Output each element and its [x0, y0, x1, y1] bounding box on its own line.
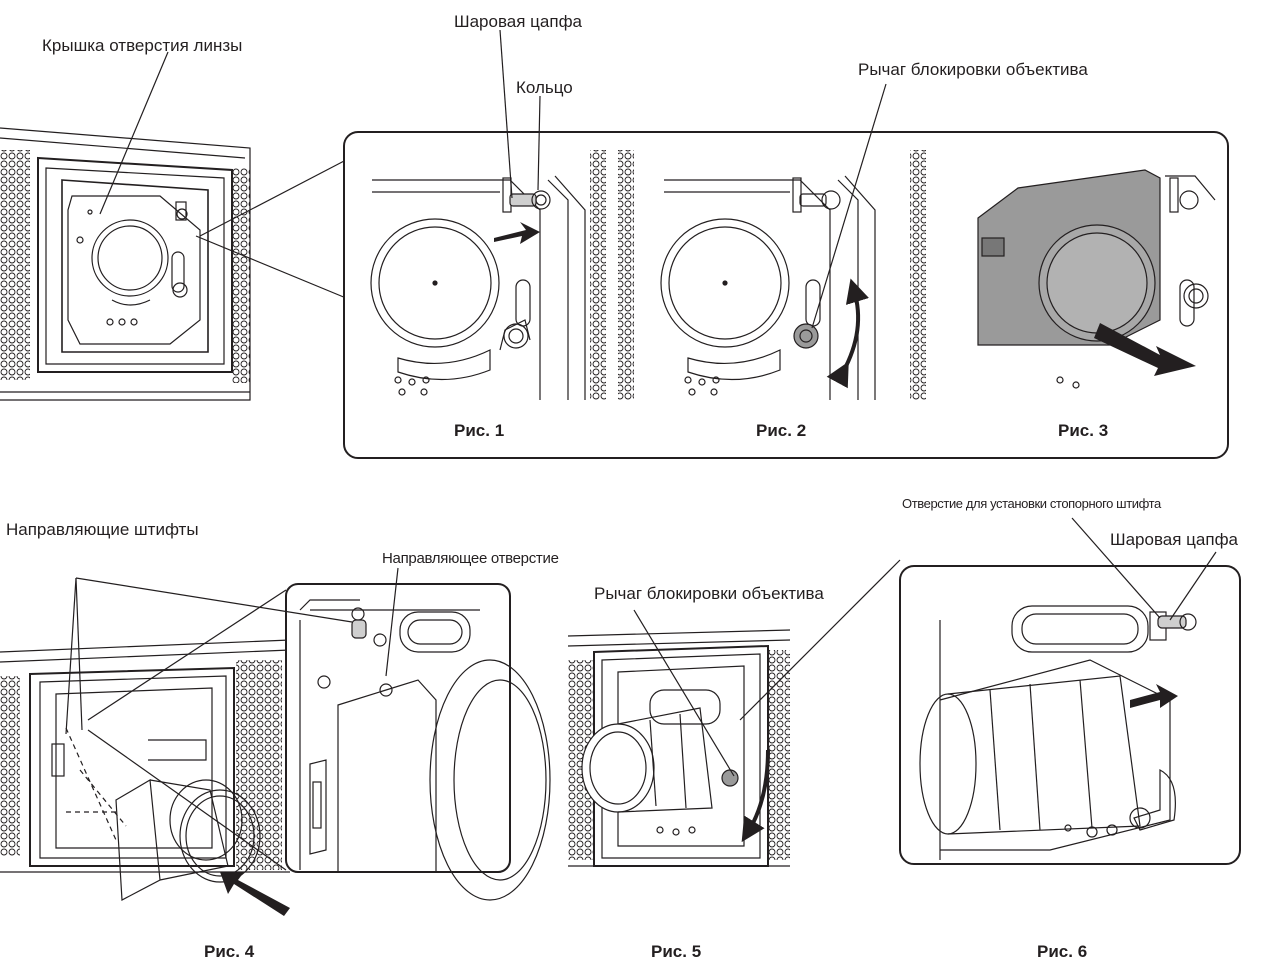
zoom-line-a: [196, 236, 346, 298]
label-stopper-pin-hole: Отверстие для установки стопорного штифт…: [902, 496, 1161, 511]
caption-fig3: Рис. 3: [1058, 421, 1108, 441]
label-guide-pins: Направляющие штифты: [6, 520, 199, 540]
fig5-drawing: [568, 630, 790, 866]
leader-guide-pin-1: [66, 578, 76, 734]
fig4-drawing: [0, 640, 290, 916]
caption-fig5: Рис. 5: [651, 942, 701, 962]
projector-front-top: [0, 128, 250, 400]
caption-fig1: Рис. 1: [454, 421, 504, 441]
zoom-line-b: [200, 160, 346, 236]
label-guide-hole: Направляющее отверстие: [382, 550, 559, 567]
label-lens-hole-cover: Крышка отверстия линзы: [42, 36, 242, 56]
leader-guide-pin-2: [76, 578, 82, 730]
caption-fig2: Рис. 2: [756, 421, 806, 441]
label-lock-lever-bottom: Рычаг блокировки объектива: [594, 584, 824, 604]
fig4-detail-panel: [286, 584, 510, 872]
fig6-detail-panel: [900, 566, 1240, 864]
label-lock-lever-top: Рычаг блокировки объектива: [858, 60, 1088, 80]
caption-fig6: Рис. 6: [1037, 942, 1087, 962]
label-ring: Кольцо: [516, 78, 573, 98]
leader-lens-hole-cover: [100, 52, 168, 214]
label-ball-pin-bottom: Шаровая цапфа: [1110, 530, 1238, 550]
caption-fig4: Рис. 4: [204, 942, 254, 962]
label-ball-pin-top: Шаровая цапфа: [454, 12, 582, 32]
